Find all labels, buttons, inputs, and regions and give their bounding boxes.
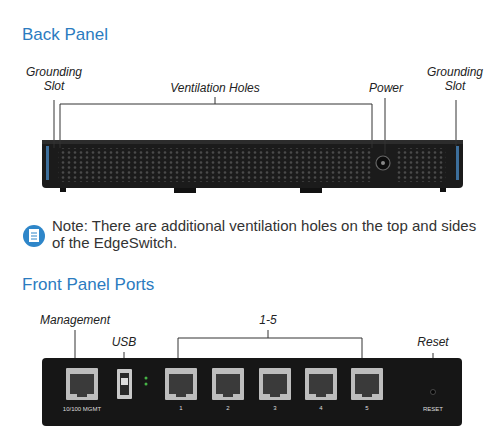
jack-notch <box>77 394 87 397</box>
jack-opening <box>355 374 379 394</box>
jack-opening <box>216 374 240 394</box>
part-label: USB <box>104 336 144 350</box>
back-panel-device <box>42 140 463 193</box>
port-number: 3 <box>268 405 282 412</box>
jack-notch <box>176 394 186 397</box>
part-label: Ventilation Holes <box>155 82 275 96</box>
port-number: 4 <box>314 405 328 412</box>
leader-lines <box>54 97 456 154</box>
jack-notch <box>362 394 372 397</box>
port-number: 1 <box>174 405 188 412</box>
rj45-jack <box>351 368 383 400</box>
jack-opening <box>263 374 287 394</box>
rj45-jack <box>212 368 244 400</box>
port-number: 2 <box>221 405 235 412</box>
jack-notch <box>270 394 280 397</box>
jack-notch <box>223 394 233 397</box>
part-label: Power <box>361 82 411 96</box>
jack-opening <box>309 374 333 394</box>
part-label: 1-5 <box>248 314 288 328</box>
part-label: Management <box>30 314 120 328</box>
note-icon <box>23 225 45 247</box>
section-heading: Back Panel <box>22 25 108 45</box>
rj45-jack <box>66 368 98 400</box>
jack-opening <box>70 374 94 394</box>
part-label: Grounding Slot <box>18 66 90 94</box>
part-label: Grounding Slot <box>419 66 491 94</box>
note-text: Note: There are additional ventilation h… <box>52 217 488 252</box>
rj45-jack <box>305 368 337 400</box>
rj45-jack <box>165 368 197 400</box>
jack-notch <box>316 394 326 397</box>
port-marking: RESET <box>418 406 448 413</box>
rj45-jack <box>259 368 291 400</box>
front-panel-device <box>42 358 462 426</box>
port-number: 5 <box>360 405 374 412</box>
part-label: Reset <box>408 336 458 350</box>
section-heading: Front Panel Ports <box>22 275 262 295</box>
jack-opening <box>169 374 193 394</box>
port-marking: 10/100 MGMT <box>57 406 107 413</box>
